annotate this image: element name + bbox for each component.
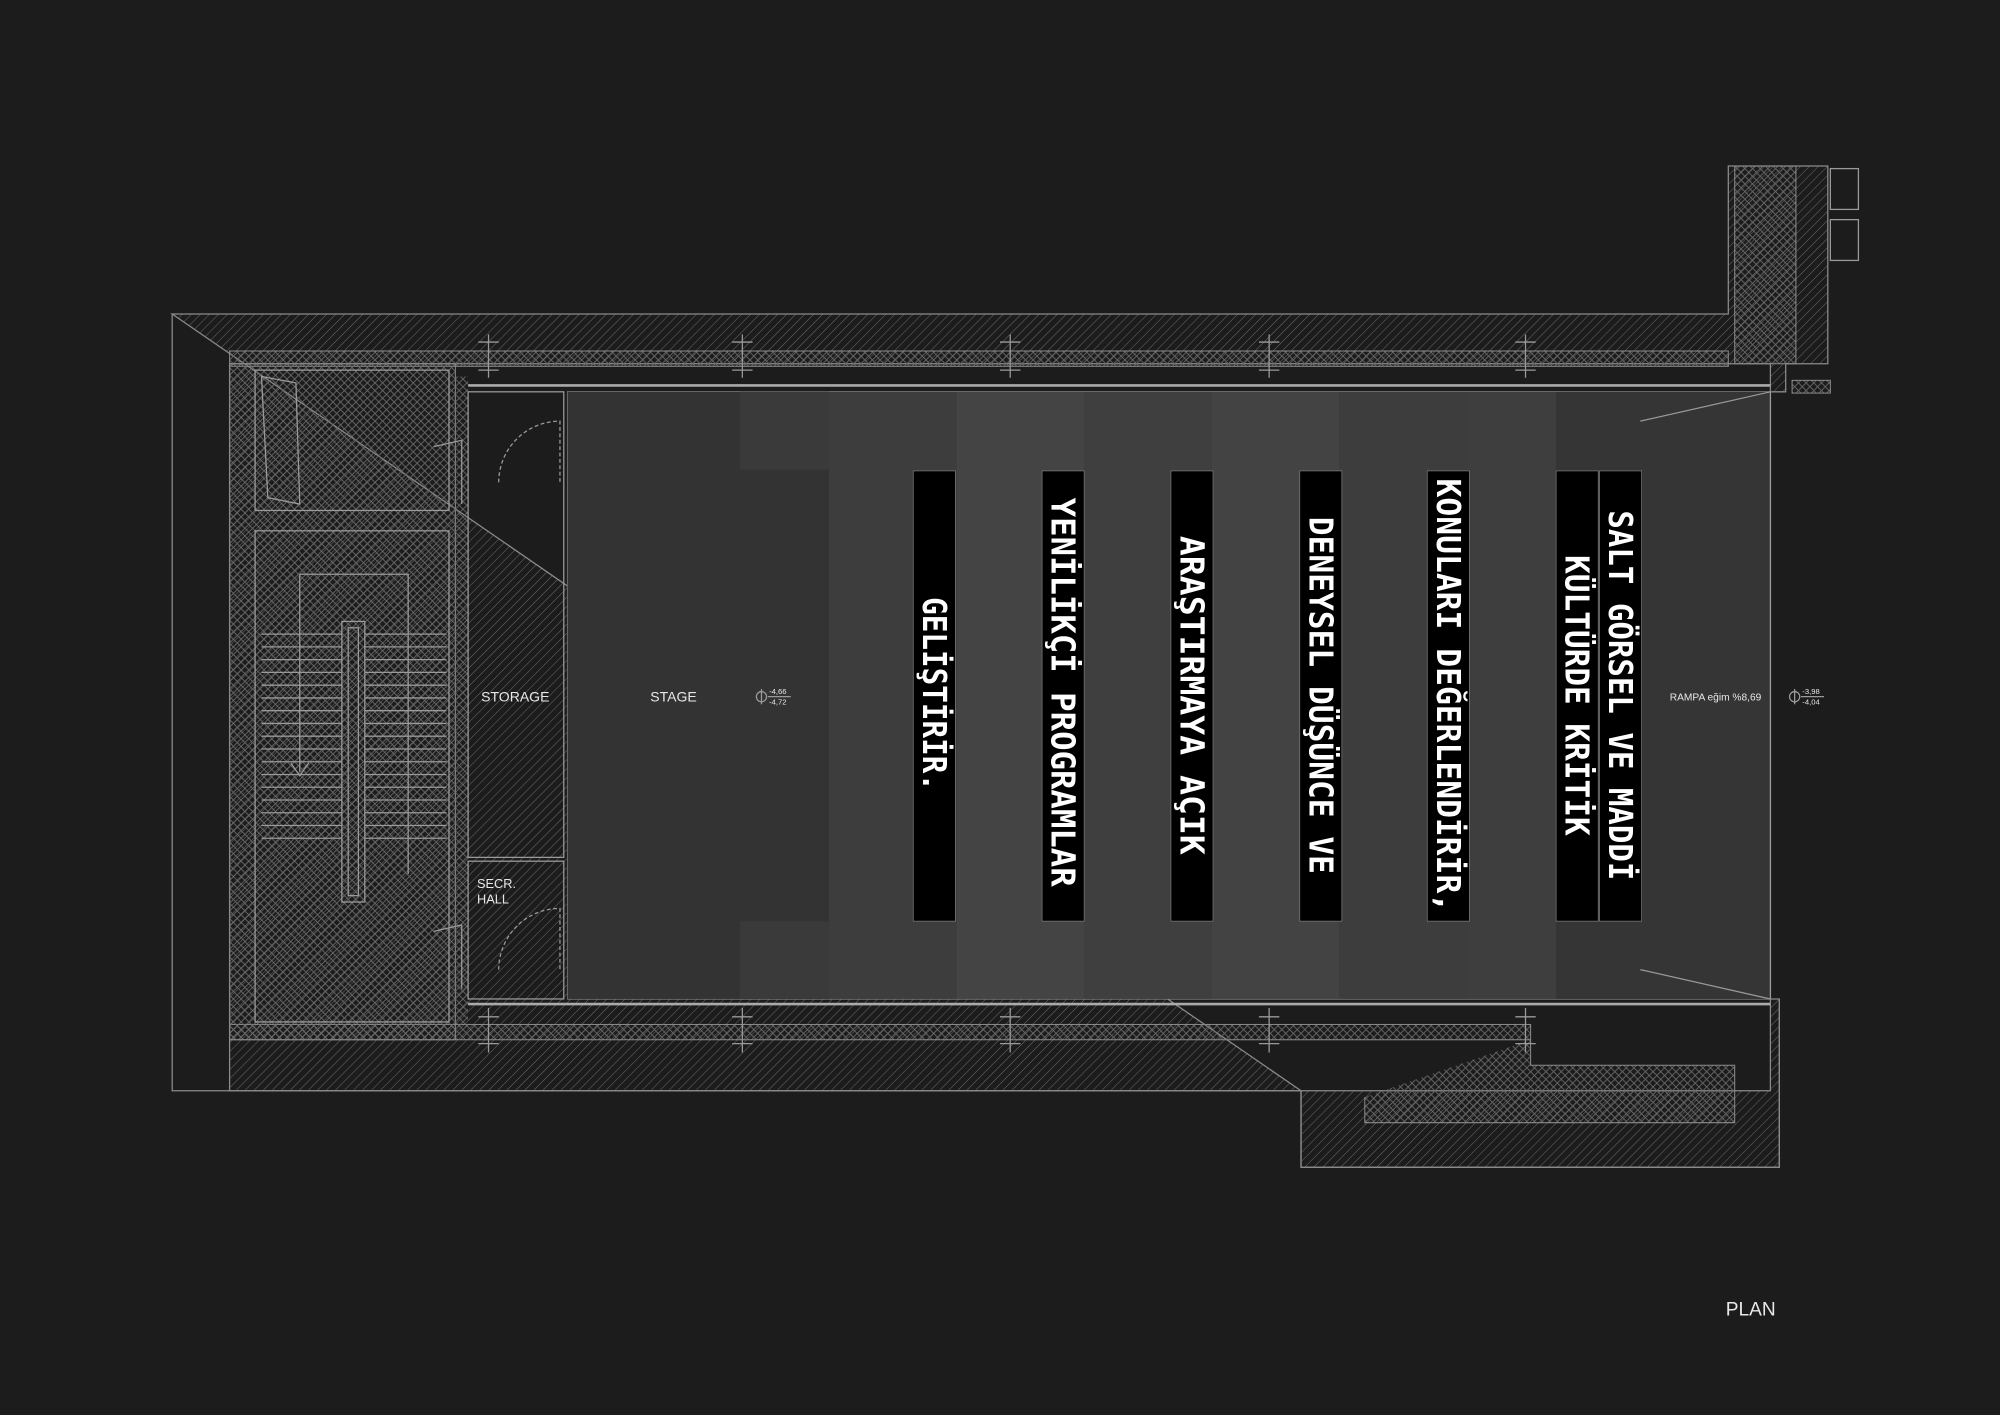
secr-hall-label: HALL <box>477 891 509 906</box>
floor-band <box>1466 391 1557 999</box>
level-marker: -4,66 -4,72 <box>755 687 791 706</box>
secr-hall-room <box>467 860 565 1000</box>
banner <box>1555 470 1599 922</box>
door-icon <box>498 907 561 970</box>
banner <box>1041 470 1085 922</box>
stair-block <box>229 363 456 1041</box>
banner <box>1299 470 1343 922</box>
banner-text: YENİLİKÇİ PROGRAMLAR <box>1044 498 1084 887</box>
svg-text:-3,98: -3,98 <box>1802 687 1819 696</box>
banner <box>1599 470 1642 922</box>
banner-text: KÜLTÜRDE KRİTİK <box>1558 555 1598 836</box>
banner-text: DENEYSEL DÜŞÜNCE VE <box>1301 517 1341 874</box>
banner-text: ARAŞTIRMAYA AÇIK <box>1172 536 1211 855</box>
stage-label: STAGE <box>650 689 696 705</box>
plan-title: PLAN <box>1726 1299 1776 1320</box>
banner <box>912 470 956 922</box>
banner <box>1170 470 1214 922</box>
storage-room <box>467 391 565 859</box>
svg-text:-4,66: -4,66 <box>769 687 786 696</box>
banner-text: KONULARI DEĞERLENDİRİR, <box>1429 479 1469 913</box>
level-marker: -3,98 -4,04 <box>1788 687 1824 706</box>
svg-text:-4,72: -4,72 <box>769 697 786 706</box>
banner <box>1426 470 1470 922</box>
banner-text: SALT GÖRSEL VE MADDİ <box>1601 510 1641 880</box>
banner-text: GELİŞTİRİR. <box>915 597 955 791</box>
svg-text:-4,04: -4,04 <box>1802 697 1820 706</box>
ramp-label: RAMPA eğim %8,69 <box>1670 692 1762 703</box>
storage-label: STORAGE <box>481 689 549 705</box>
door-icon <box>498 420 561 483</box>
secr-hall-label: SECR. <box>477 876 516 891</box>
